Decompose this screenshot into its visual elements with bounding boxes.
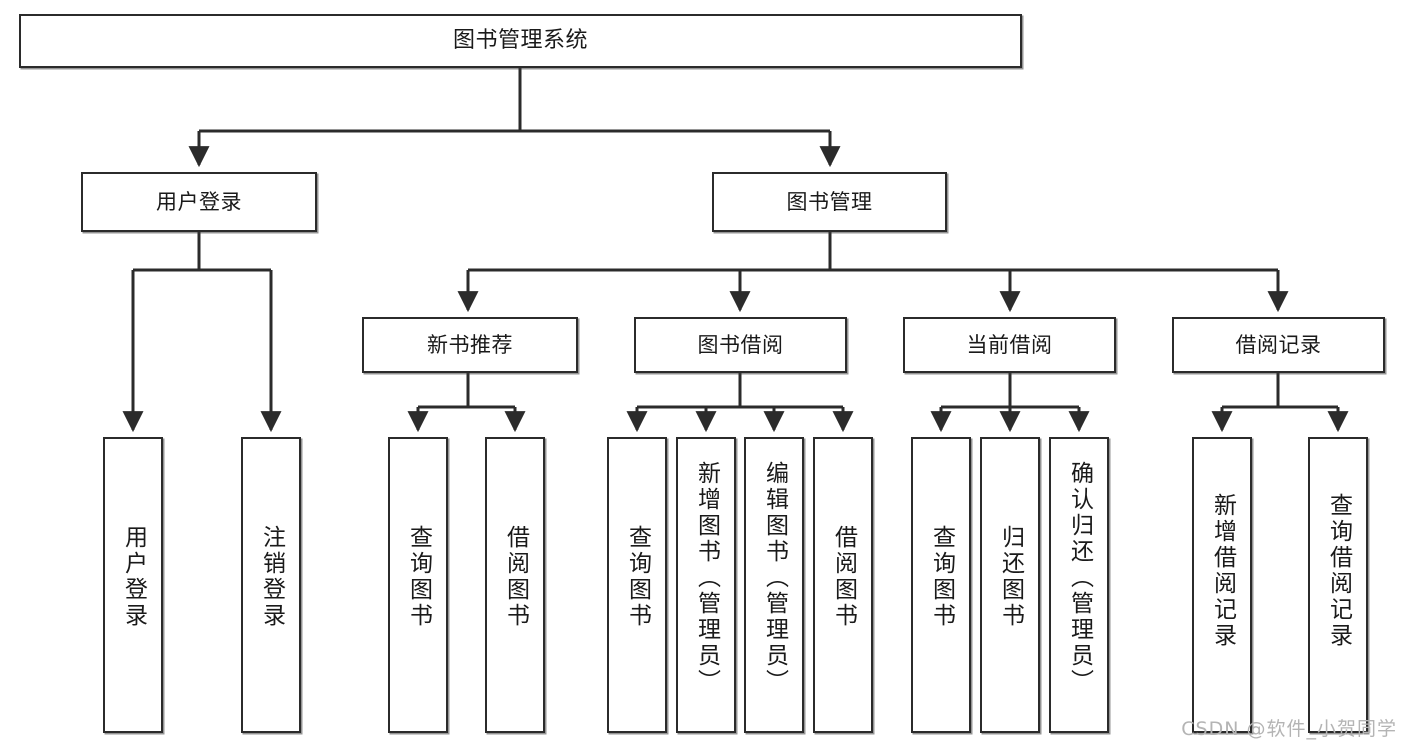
node-user-login[interactable]: 用户登录	[81, 172, 317, 232]
node-label: 用户登录	[120, 525, 147, 629]
leaf-confirm-return-admin[interactable]: 确认归还（管理员）	[1049, 437, 1109, 733]
node-book-borrow[interactable]: 图书借阅	[634, 317, 847, 373]
node-label: 归还图书	[997, 525, 1024, 629]
node-label: 新书推荐	[427, 332, 513, 357]
leaf-add-borrow-record[interactable]: 新增借阅记录	[1192, 437, 1252, 733]
leaf-borrow-book-newbook[interactable]: 借阅图书	[485, 437, 545, 733]
node-label: 图书借阅	[697, 332, 784, 357]
leaf-user-login[interactable]: 用户登录	[103, 437, 163, 733]
node-label: 查询图书	[624, 525, 651, 629]
node-borrow-records[interactable]: 借阅记录	[1172, 317, 1385, 373]
leaf-return-book[interactable]: 归还图书	[980, 437, 1040, 733]
leaf-query-book-current[interactable]: 查询图书	[911, 437, 971, 733]
node-label: 编辑图书（管理员）	[761, 461, 788, 695]
node-root-book-management-system[interactable]: 图书管理系统	[19, 14, 1022, 68]
node-current-borrow[interactable]: 当前借阅	[903, 317, 1116, 373]
leaf-borrow-book[interactable]: 借阅图书	[813, 437, 873, 733]
node-label: 新增借阅记录	[1209, 493, 1236, 649]
node-label: 注销登录	[258, 525, 285, 629]
node-book-management[interactable]: 图书管理	[712, 172, 947, 232]
node-label: 当前借阅	[966, 332, 1053, 357]
node-label: 借阅图书	[830, 525, 857, 629]
leaf-query-borrow-record[interactable]: 查询借阅记录	[1308, 437, 1368, 733]
node-label: 借阅图书	[502, 525, 529, 629]
node-label: 借阅记录	[1235, 332, 1322, 357]
leaf-logout[interactable]: 注销登录	[241, 437, 301, 733]
leaf-query-book-newbook[interactable]: 查询图书	[388, 437, 448, 733]
node-label: 查询图书	[405, 525, 432, 629]
leaf-add-book-admin[interactable]: 新增图书（管理员）	[676, 437, 736, 733]
leaf-edit-book-admin[interactable]: 编辑图书（管理员）	[744, 437, 804, 733]
csdn-watermark: CSDN @软件_小贺同学	[1181, 718, 1397, 740]
leaf-query-book-borrow[interactable]: 查询图书	[607, 437, 667, 733]
node-label: 用户登录	[156, 189, 242, 214]
node-label: 新增图书（管理员）	[693, 461, 720, 695]
node-label: 确认归还（管理员）	[1066, 461, 1093, 695]
node-label: 查询借阅记录	[1325, 493, 1352, 649]
node-label: 查询图书	[928, 525, 955, 629]
node-label: 图书管理	[786, 189, 873, 214]
node-new-book-recommend[interactable]: 新书推荐	[362, 317, 578, 373]
node-label: 图书管理系统	[452, 28, 588, 54]
